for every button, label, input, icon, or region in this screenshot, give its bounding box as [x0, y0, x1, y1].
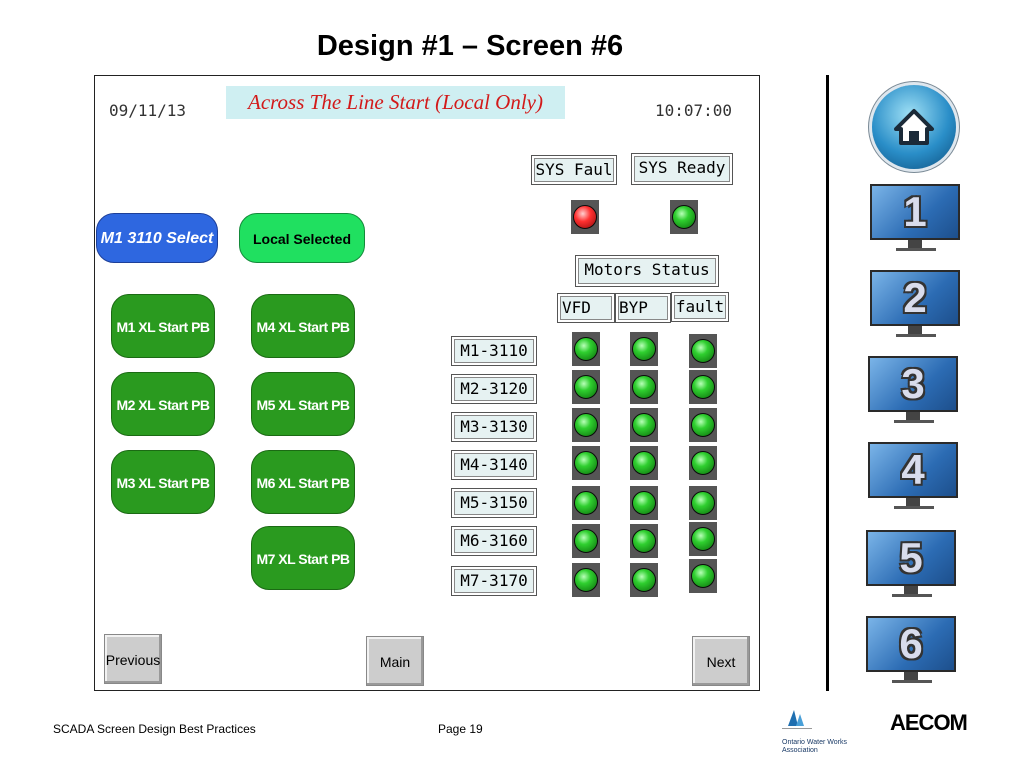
motor-tag-m5: M5-3150	[451, 488, 537, 518]
local-selected-button[interactable]: Local Selected	[239, 213, 365, 263]
screen-2-button[interactable]: 2	[870, 270, 962, 340]
m4-fault-indicator	[689, 446, 717, 480]
screen-4-button[interactable]: 4	[868, 442, 960, 512]
m1-byp-indicator	[630, 332, 658, 366]
m7-vfd-indicator	[572, 563, 600, 597]
m6-fault-indicator	[689, 522, 717, 556]
m4-byp-indicator	[630, 446, 658, 480]
screen-5-button[interactable]: 5	[866, 530, 958, 600]
m1-start-button[interactable]: M1 XL Start PB	[111, 294, 215, 358]
screen-1-button[interactable]: 1	[870, 184, 962, 254]
motor-tag-m4: M4-3140	[451, 450, 537, 480]
owwa-logo: Ontario Water Works Association	[782, 706, 862, 754]
hmi-screen: 09/11/13 Across The Line Start (Local On…	[94, 75, 760, 691]
previous-button[interactable]: Previous	[104, 634, 162, 684]
m6-vfd-indicator	[572, 524, 600, 558]
m1-fault-indicator	[689, 334, 717, 368]
col-byp-label: BYP	[615, 293, 671, 323]
m3-byp-indicator	[630, 408, 658, 442]
motors-status-label: Motors Status	[575, 255, 719, 287]
sys-ready-indicator	[670, 200, 698, 234]
motor-tag-m7: M7-3170	[451, 566, 537, 596]
screen-3-button[interactable]: 3	[868, 356, 960, 426]
m6-byp-indicator	[630, 524, 658, 558]
slide-title: Design #1 – Screen #6	[316, 30, 624, 62]
motor-tag-m3: M3-3130	[451, 412, 537, 442]
screen-number: 2	[903, 274, 927, 321]
hmi-time: 10:07:00	[655, 101, 733, 120]
m3-vfd-indicator	[572, 408, 600, 442]
m7-start-button[interactable]: M7 XL Start PB	[251, 526, 355, 590]
m1-vfd-indicator	[572, 332, 600, 366]
motor-tag-m6: M6-3160	[451, 526, 537, 556]
sys-fault-label: SYS Faul	[531, 155, 617, 185]
screen-number: 4	[901, 446, 925, 493]
page-number: Page 19	[438, 722, 483, 736]
motor-tag-m2: M2-3120	[451, 374, 537, 404]
aecom-logo: AECOM	[890, 710, 968, 735]
home-icon	[894, 109, 934, 145]
water-drop-icon	[782, 710, 862, 729]
m2-fault-indicator	[689, 370, 717, 404]
m5-fault-indicator	[689, 486, 717, 520]
home-button[interactable]	[872, 85, 956, 169]
col-fault-label: fault	[671, 292, 729, 322]
footer-title: SCADA Screen Design Best Practices	[53, 722, 256, 736]
m5-byp-indicator	[630, 486, 658, 520]
m2-byp-indicator	[630, 370, 658, 404]
m5-start-button[interactable]: M5 XL Start PB	[251, 372, 355, 436]
m4-vfd-indicator	[572, 446, 600, 480]
screen-number: 6	[899, 620, 923, 667]
m6-start-button[interactable]: M6 XL Start PB	[251, 450, 355, 514]
m3-fault-indicator	[689, 408, 717, 442]
owwa-text-line1: Ontario Water Works	[782, 739, 847, 746]
main-button[interactable]: Main	[366, 636, 424, 686]
m2-vfd-indicator	[572, 370, 600, 404]
m2-start-button[interactable]: M2 XL Start PB	[111, 372, 215, 436]
sys-ready-label: SYS Ready	[631, 153, 733, 185]
m7-byp-indicator	[630, 563, 658, 597]
m5-vfd-indicator	[572, 486, 600, 520]
owwa-text-line2: Association	[782, 747, 818, 754]
m7-fault-indicator	[689, 559, 717, 593]
vertical-divider	[826, 75, 829, 691]
hmi-title: Across The Line Start (Local Only)	[226, 86, 565, 119]
motor-tag-m1: M1-3110	[451, 336, 537, 366]
screen-6-button[interactable]: 6	[866, 616, 958, 686]
m4-start-button[interactable]: M4 XL Start PB	[251, 294, 355, 358]
screen-number: 5	[899, 534, 923, 581]
next-button[interactable]: Next	[692, 636, 750, 686]
m3-start-button[interactable]: M3 XL Start PB	[111, 450, 215, 514]
screen-number: 1	[903, 188, 927, 235]
motor-select-button[interactable]: M1 3110 Select	[96, 213, 218, 263]
hmi-date: 09/11/13	[109, 101, 187, 120]
screen-number: 3	[901, 360, 925, 407]
col-vfd-label: VFD	[557, 293, 615, 323]
sys-fault-indicator	[571, 200, 599, 234]
